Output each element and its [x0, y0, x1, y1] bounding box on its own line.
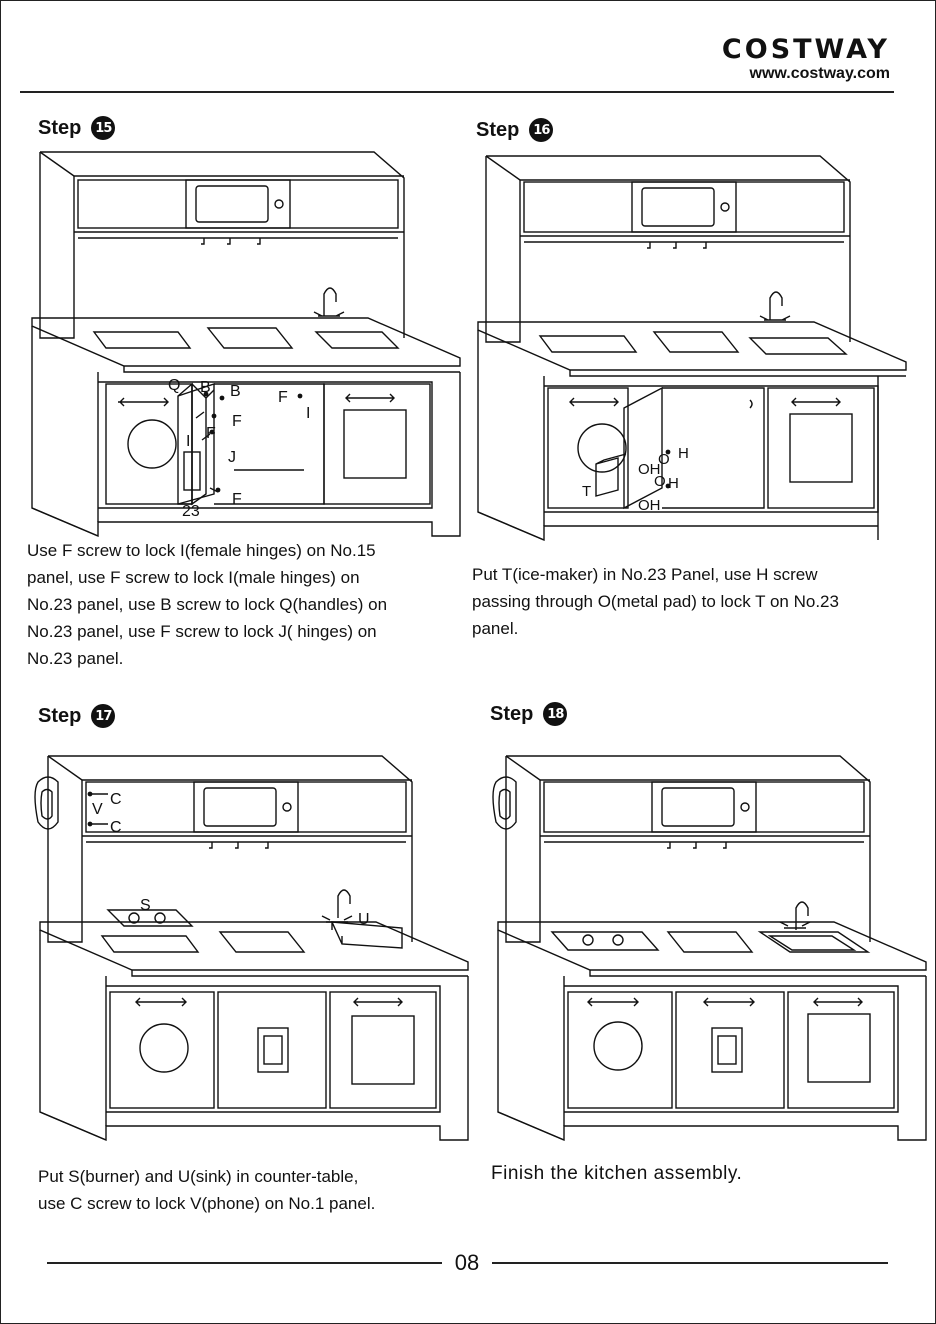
part-label: C — [110, 791, 122, 808]
step-number-badge: 18 — [543, 702, 568, 726]
part-label: F — [232, 491, 242, 508]
part-label: H — [678, 445, 689, 462]
step-17-heading: Step 17 — [38, 704, 116, 728]
footer-rule-left — [47, 1262, 442, 1264]
part-label: F — [232, 413, 242, 430]
step-label: Step — [38, 704, 82, 727]
part-label: OH — [638, 497, 661, 514]
step-17-caption: Put S(burner) and U(sink) in counter-tab… — [38, 1167, 376, 1213]
part-label: C — [110, 819, 122, 836]
header-rule — [20, 91, 894, 93]
part-label: B — [230, 383, 241, 400]
step-label: Step — [490, 702, 534, 725]
part-label: 23 — [182, 503, 200, 520]
step-16-heading: Step 16 — [476, 118, 554, 142]
step-18-illustration — [488, 752, 928, 1144]
brand-logo: COSTWAY — [721, 34, 890, 65]
page-number: 08 — [454, 1250, 480, 1275]
brand-url: www.costway.com — [749, 65, 890, 82]
step-number-badge: 17 — [91, 704, 116, 728]
part-label: I — [306, 405, 310, 422]
step-15-illustration: Q B B F I F F I J F 23 — [28, 148, 468, 540]
step-label: Step — [476, 118, 520, 141]
step-16-caption: Put T(ice-maker) in No.23 Panel, use H s… — [472, 565, 839, 638]
step-number-badge: 16 — [529, 118, 554, 142]
step-18-heading: Step 18 — [490, 702, 568, 726]
step-label: Step — [38, 116, 82, 139]
brand-header: COSTWAY www.costway.com — [722, 36, 890, 84]
part-label: H — [668, 475, 679, 492]
part-label: O — [654, 473, 666, 490]
footer-rule-right — [492, 1262, 888, 1264]
step-18-caption: Finish the kitchen assembly. — [491, 1163, 743, 1184]
part-label: U — [358, 911, 370, 928]
part-label: Q — [168, 377, 180, 394]
step-16-illustration: O H OH T O H OH — [468, 152, 908, 544]
part-label: I — [186, 433, 190, 450]
part-label: T — [582, 483, 591, 500]
part-label: O — [658, 451, 670, 468]
step-number-badge: 15 — [91, 116, 116, 140]
part-label: B — [200, 379, 211, 396]
part-label: S — [140, 897, 151, 914]
part-label: F — [278, 389, 288, 406]
step-15-caption: Use F screw to lock I(female hinges) on … — [27, 541, 388, 668]
part-label: J — [228, 449, 236, 466]
part-label: OH — [638, 461, 661, 478]
part-label: V — [92, 801, 103, 818]
step-15-heading: Step 15 — [38, 116, 116, 140]
part-label: F — [206, 425, 216, 442]
step-17-illustration: C V C S U — [30, 752, 470, 1144]
